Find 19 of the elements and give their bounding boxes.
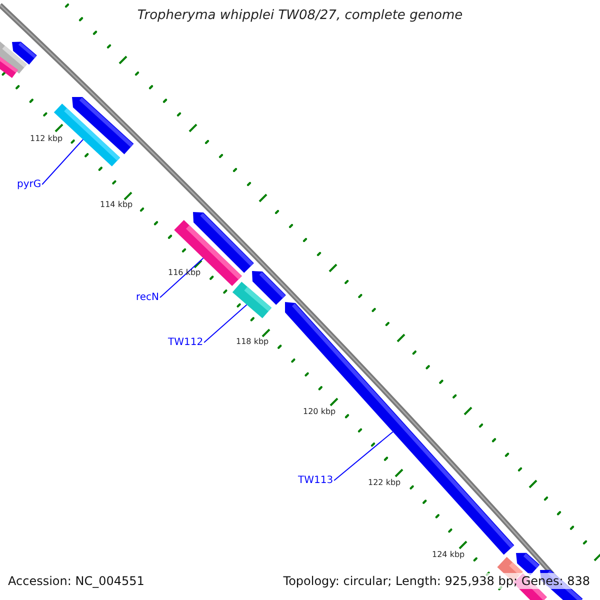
gene-label: TW112 [168, 338, 204, 348]
position-label: 122 kbp [368, 479, 401, 487]
gene-label: TW113 [298, 476, 334, 486]
leader-line [42, 139, 84, 185]
genome-info-text: Topology: circular; Length: 925,938 bp; Genes: 838 [283, 573, 590, 589]
leader-line [160, 258, 204, 298]
position-label: 114 kbp [100, 201, 133, 209]
position-label: 112 kbp [30, 135, 63, 143]
gene-label: pyrG [17, 180, 42, 190]
leader-line [334, 431, 394, 481]
accession-text: Accession: NC_004551 [8, 573, 144, 589]
position-label: 124 kbp [432, 551, 465, 559]
position-label: 118 kbp [236, 338, 269, 346]
leader-line [204, 304, 248, 343]
title: Tropheryma whipplei TW08/27, complete genome [136, 9, 464, 22]
gene-label: recN [136, 293, 160, 303]
position-label: 116 kbp [168, 269, 201, 277]
position-label: 120 kbp [303, 408, 336, 416]
gene-bar [232, 282, 272, 318]
